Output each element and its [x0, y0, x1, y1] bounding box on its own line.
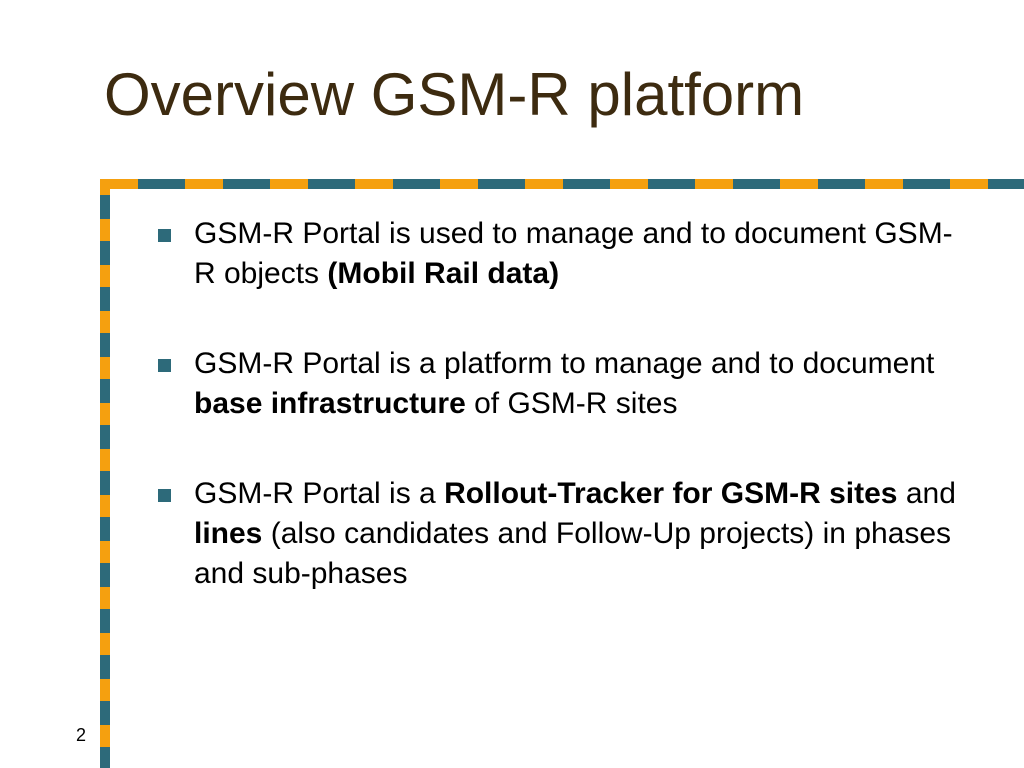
decorative-border-left — [100, 179, 110, 768]
decorative-border-top — [100, 179, 1024, 189]
page-number: 2 — [76, 725, 87, 745]
square-bullet-icon — [158, 359, 171, 372]
bullet-list: GSM-R Portal is used to manage and to do… — [158, 214, 958, 644]
bullet-text: of GSM-R sites — [465, 387, 678, 420]
bullet-text: GSM-R Portal is a — [194, 477, 445, 510]
slide-title: Overview GSM-R platform — [104, 61, 805, 128]
bullet-bold-text: lines — [194, 517, 263, 550]
bullet-bold-text: (Mobil Rail data) — [327, 257, 560, 290]
bullet-text: GSM-R Portal is used to manage and to do… — [194, 217, 953, 290]
bullet-bold-text: Rollout-Tracker for GSM-R sites — [444, 477, 898, 510]
bullet-bold-text: base infrastructure — [194, 387, 466, 420]
square-bullet-icon — [158, 229, 171, 242]
bullet-item-rollout-tracker: GSM-R Portal is a Rollout-Tracker for GS… — [158, 474, 958, 594]
bullet-text: and — [897, 477, 956, 510]
square-bullet-icon — [158, 489, 171, 502]
bullet-text: (also candidates and Follow-Up projects)… — [194, 517, 952, 590]
bullet-item-base-infrastructure: GSM-R Portal is a platform to manage and… — [158, 344, 958, 424]
bullet-item-portal-objects: GSM-R Portal is used to manage and to do… — [158, 214, 958, 294]
bullet-text: GSM-R Portal is a platform to manage and… — [194, 347, 935, 380]
